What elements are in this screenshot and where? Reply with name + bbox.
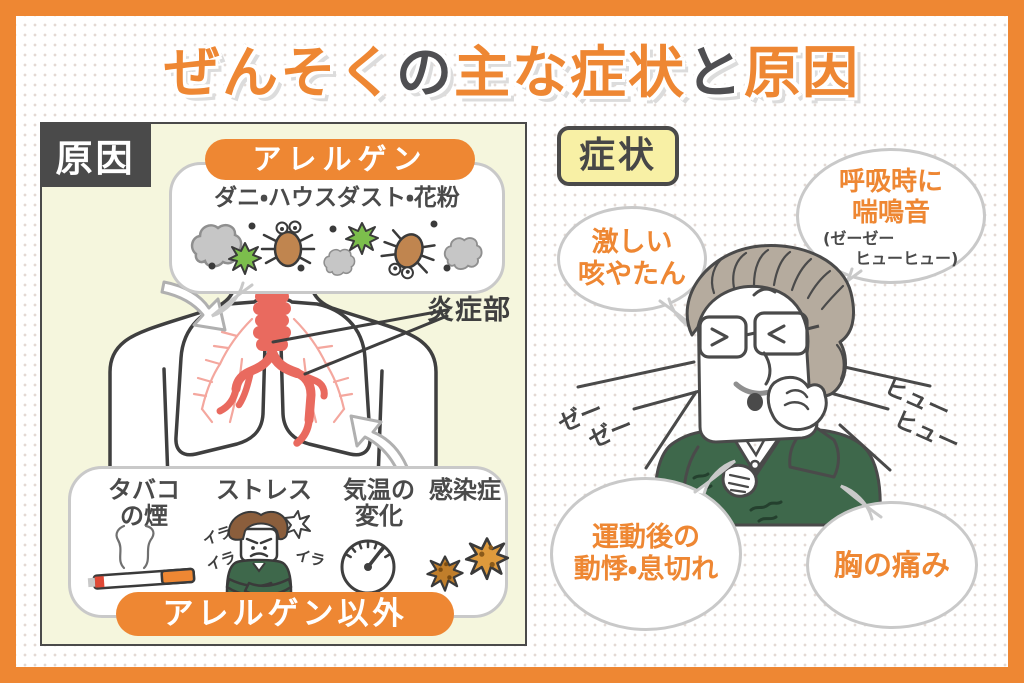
stressed-man-icon: イラ イラ イラ xyxy=(200,510,327,612)
squeezed-eyes xyxy=(710,324,786,347)
anger-mark-icon xyxy=(284,510,311,539)
allergen-icons xyxy=(190,220,483,280)
open-mouth xyxy=(747,393,763,411)
glasses-icon xyxy=(698,311,820,359)
causes-panel: ダニ・ハウスダスト・花粉 xyxy=(40,122,527,646)
mite-icon xyxy=(260,220,436,280)
non-allergen-header: アレルゲン以外 xyxy=(116,592,454,636)
symptom-bubble-chest-pain: 胸の痛み xyxy=(806,484,978,629)
inflamed-area-label: 炎症部 xyxy=(427,295,511,326)
bubble-tail xyxy=(211,281,254,318)
title-part: 主な症状 xyxy=(454,41,686,106)
coughing-man-illustration xyxy=(652,244,883,527)
temperature-gauge-icon xyxy=(340,539,396,595)
pollen-icon xyxy=(228,222,379,275)
nose xyxy=(762,351,772,386)
arrow-up-icon xyxy=(349,414,411,476)
title-part: 原因 xyxy=(744,41,860,106)
inflamed-pointer-lines xyxy=(271,308,449,376)
dust-cloud-icon xyxy=(190,223,483,276)
allergen-bubble: ダニ・ハウスダスト・花粉 xyxy=(169,162,505,318)
bubble-tail xyxy=(693,459,736,496)
cause-tobacco: タバコ の煙 xyxy=(108,476,180,531)
allergen-examples-text: ダニ・ハウスダスト・花粉 xyxy=(214,185,460,211)
hair xyxy=(685,244,855,398)
cause-temperature: 気温の 変化 xyxy=(343,476,415,531)
cause-stress: ストレス xyxy=(216,476,312,504)
bronchi xyxy=(216,347,328,447)
virus-icon xyxy=(426,537,510,592)
hair-strands xyxy=(710,248,845,381)
dust-particle-icon xyxy=(208,220,451,272)
cause-infection: 感染症 xyxy=(429,476,501,504)
title-part: ぜんそく xyxy=(164,41,396,106)
title-part: の xyxy=(396,41,454,106)
lungs-illustration xyxy=(108,262,449,482)
hand-on-chest xyxy=(721,463,758,498)
svg-text:イラ: イラ xyxy=(293,546,326,571)
symptom-bubble-palpitations: 運動後の 動悸・息切れ xyxy=(550,459,742,631)
symptom-bubble-wheezing: 呼吸時に 喘鳴音 (ゼーゼー ヒューヒュー) xyxy=(796,148,986,304)
cigarette-smoke-icon xyxy=(87,524,196,590)
allergen-header: アレルゲン xyxy=(205,139,475,180)
title-part: と xyxy=(686,41,744,106)
page-title: ぜんそくの主な症状と原因 xyxy=(0,28,1024,109)
radiating-lines xyxy=(576,360,932,472)
furrowed-brow xyxy=(752,287,777,297)
bubble-tail xyxy=(840,484,883,521)
symptoms-label: 症状 xyxy=(557,126,679,186)
causes-label: 原因 xyxy=(40,123,151,187)
